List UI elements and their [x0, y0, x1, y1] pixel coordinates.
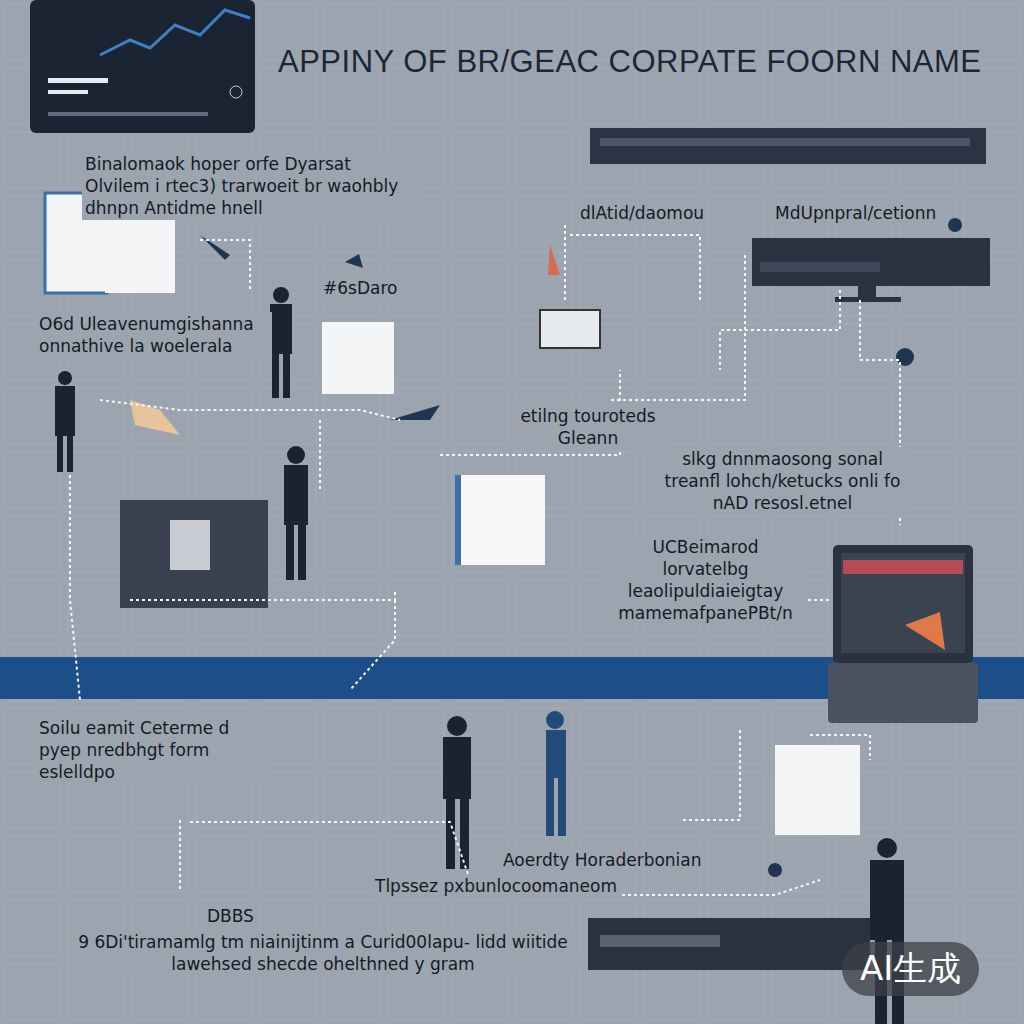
note-text: Soilu eamit Ceterme d pyep nredbhgt form…	[36, 716, 267, 784]
code-label: DBBS	[204, 904, 257, 928]
step-label: MdUpnpral/cetionn	[772, 201, 939, 225]
note-text: Binalomaok hoper orfe Dyarsat Olvilem i …	[82, 152, 418, 220]
note-text: UCBeimarod lorvatelbg leaolipuldiaieigta…	[605, 535, 806, 625]
watermark: AI生成	[842, 942, 979, 996]
title: APPINY OF BR/GEAC CORPATE FOORN NAME	[278, 44, 982, 80]
role-label: Aoerdty Horaderbonian	[500, 848, 705, 872]
note-text: 9 6Di'tiramamlg tm niainijtinm a Curid00…	[70, 930, 576, 976]
tag-label: #6sDaro	[320, 276, 400, 300]
role-label: Tlpssez pxbunlocoomaneom	[372, 874, 620, 898]
step-label: dlAtid/daomou	[577, 201, 707, 225]
step-label: etilng touroteds Gleann	[510, 404, 666, 450]
note-text: slkg dnnmaosong sonal treanfl lohch/ketu…	[652, 447, 913, 515]
note-text: O6d Uleavenumgishanna onnathive la woele…	[36, 312, 272, 358]
